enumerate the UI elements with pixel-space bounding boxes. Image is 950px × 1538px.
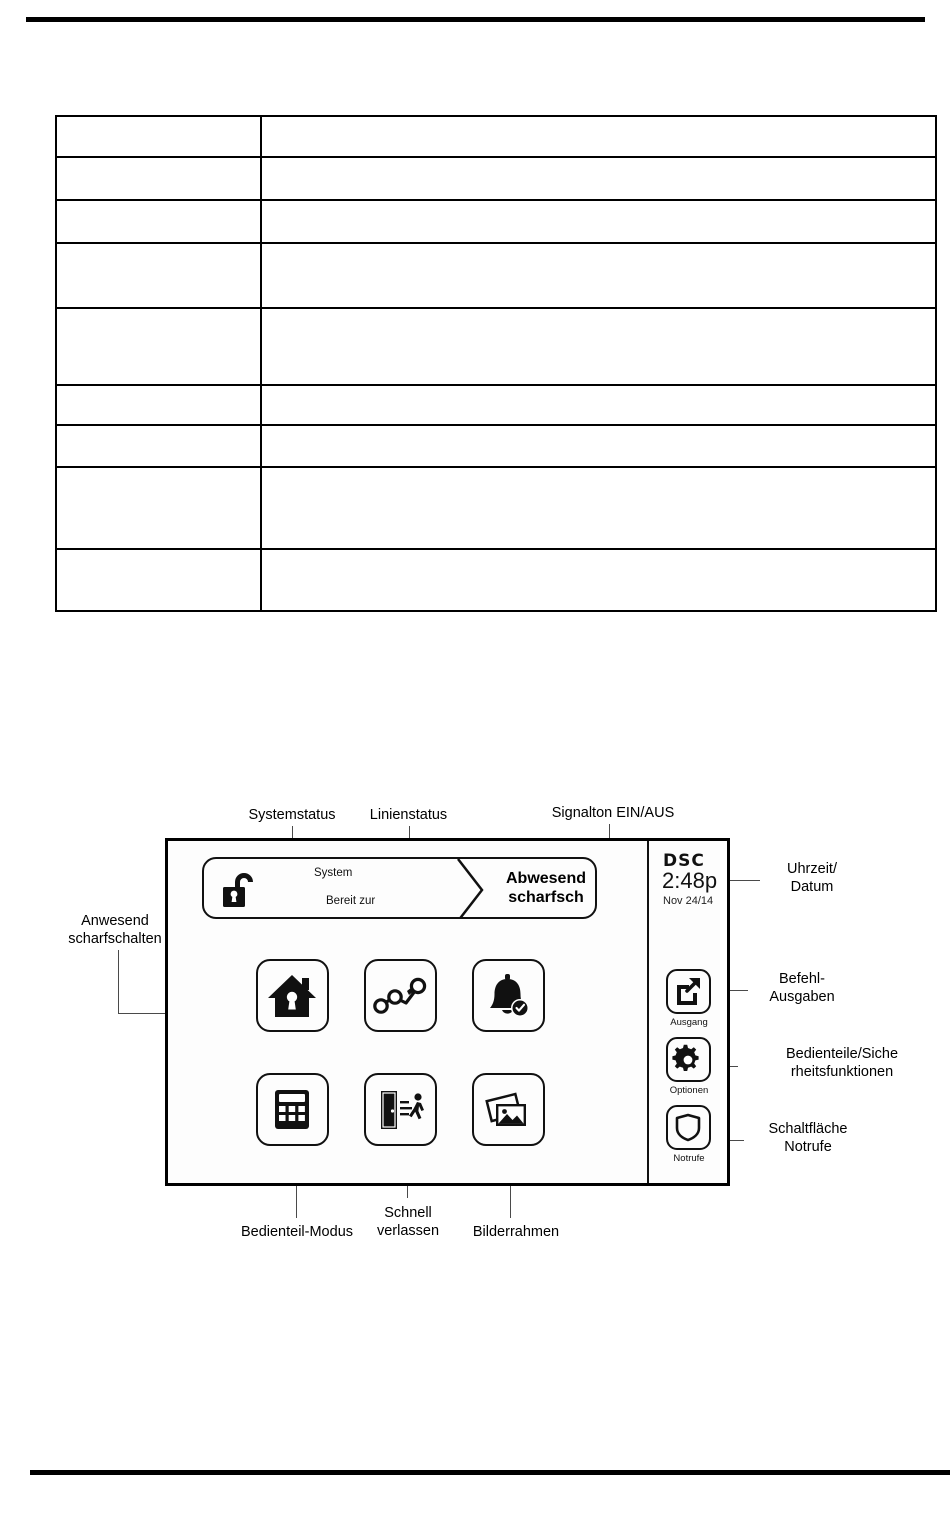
zone-status-button[interactable] [364, 959, 437, 1032]
callout-zone-status: Linienstatus [369, 807, 448, 823]
table-row [55, 424, 937, 468]
clock-date: Nov 24/14 [663, 895, 714, 907]
clock-time: 2:48p [662, 868, 718, 893]
table-cell-value [260, 466, 937, 550]
table-row [55, 384, 937, 426]
dsc-logo: DSC [663, 851, 705, 871]
table-cell-value [260, 384, 937, 426]
status-line-1: System [314, 867, 353, 879]
panic-button[interactable] [666, 1105, 711, 1150]
leader-stay-arm-vertical [118, 950, 119, 1014]
table-cell-label [55, 199, 262, 244]
callout-keypad-mode: Bedienteil-Modus [240, 1224, 354, 1240]
callout-chime-toggle: Signalton EIN/AUS [551, 805, 675, 821]
table-row [55, 199, 937, 244]
table-cell-label [55, 548, 262, 612]
callout-picture-frame: Bilderrahmen [472, 1224, 560, 1240]
table-cell-value [260, 548, 937, 612]
table-cell-label [55, 307, 262, 386]
table-cell-label [55, 424, 262, 468]
footer-rule [30, 1470, 950, 1475]
stay-arm-button[interactable] [256, 959, 329, 1032]
table-cell-value [260, 424, 937, 468]
callout-time-date: Uhrzeit/Datum [787, 861, 837, 895]
table-row [55, 466, 937, 550]
status-line-2: Bereit zur [326, 895, 376, 907]
side-button-column: DSC 2:48p Nov 24/14 Ausgang [647, 841, 727, 1183]
table-row [55, 242, 937, 309]
table-row [55, 156, 937, 201]
callout-system-status: Systemstatus [248, 807, 336, 823]
callout-command-outputs: Befehl-Ausgaben [769, 971, 835, 1005]
table-cell-value [260, 199, 937, 244]
chime-toggle-button[interactable] [472, 959, 545, 1032]
table-row [55, 548, 937, 612]
specification-table [55, 115, 937, 612]
arm-state-text: Abwesend scharfsch [494, 869, 595, 907]
arm-state-line1: Abwesend [505, 870, 586, 887]
table-cell-label [55, 384, 262, 426]
table-cell-label [55, 466, 262, 550]
quick-exit-button[interactable] [364, 1073, 437, 1146]
command-output-label: Ausgang [670, 1017, 708, 1028]
table-cell-value [260, 242, 937, 309]
header-rule [26, 17, 925, 22]
status-bar[interactable]: System Bereit zur Abwesend scharfsch [202, 857, 597, 919]
keypad-mode-button[interactable] [256, 1073, 329, 1146]
touchscreen-panel: System Bereit zur Abwesend scharfsch [165, 838, 730, 1186]
table-row [55, 307, 937, 386]
arm-state-line2: scharfsch [508, 889, 584, 906]
main-button-grid [256, 959, 546, 1167]
table-cell-value [260, 115, 937, 158]
options-button[interactable] [666, 1037, 711, 1082]
options-label: Optionen [669, 1085, 709, 1096]
table-cell-label [55, 115, 262, 158]
table-cell-label [55, 242, 262, 309]
table-body [55, 115, 937, 612]
chevron-separator-icon [456, 859, 492, 917]
unlocked-padlock-icon [221, 871, 261, 909]
command-output-button[interactable] [666, 969, 711, 1014]
leader-time-date [708, 880, 760, 881]
table-cell-value [260, 307, 937, 386]
panic-label: Notrufe [673, 1153, 705, 1164]
picture-frame-button[interactable] [472, 1073, 545, 1146]
table-cell-value [260, 156, 937, 201]
annotated-panel-diagram: Systemstatus Linienstatus Signalton EIN/… [0, 780, 950, 1260]
table-cell-label [55, 156, 262, 201]
table-row [55, 115, 937, 158]
